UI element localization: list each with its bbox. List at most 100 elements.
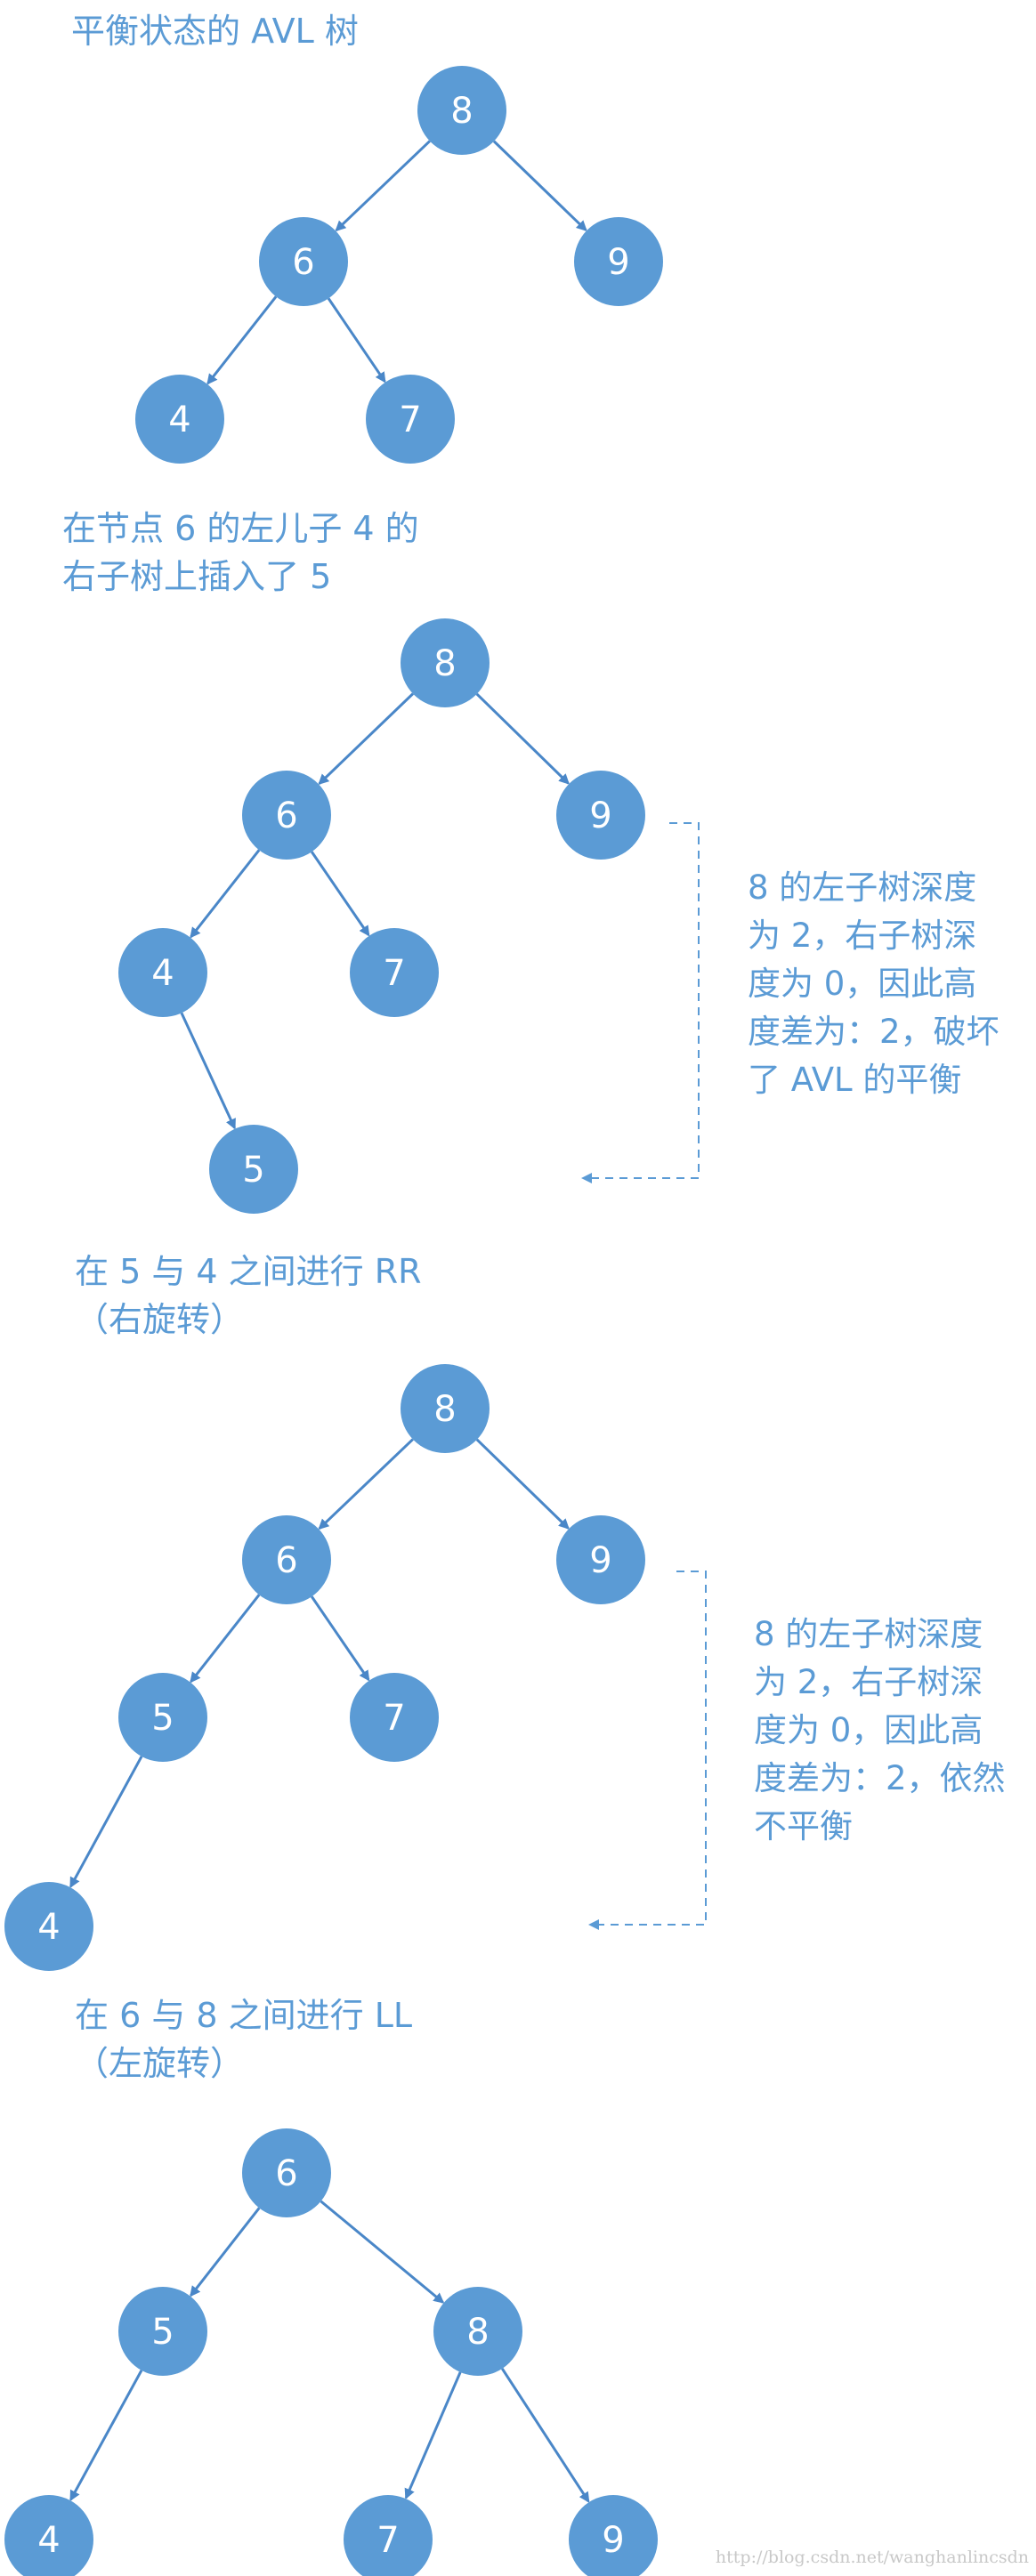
tree-after-insert-node-9: 9 [556, 771, 645, 860]
node-label: 8 [433, 643, 456, 684]
caption-step3-line1: 在 5 与 4 之间进行 RR [75, 1252, 422, 1291]
node-label: 6 [275, 795, 297, 836]
tree-after-insert-edge-8-6 [318, 692, 414, 786]
node-label: 8 [433, 1389, 456, 1430]
node-circle [433, 2287, 522, 2376]
note1-line: 度为 0，因此高 [748, 965, 977, 1003]
tree-after-insert-edge-4-5 [180, 1012, 236, 1130]
node-circle [242, 771, 331, 860]
node-label: 4 [37, 1907, 60, 1948]
tree-after-ll-node-5: 5 [118, 2287, 207, 2376]
dashed-arrow-1 [581, 822, 700, 1183]
tree-balanced-node-9: 9 [574, 217, 663, 306]
caption-step2-line1: 在节点 6 的左儿子 4 的 [62, 509, 419, 548]
node-label: 7 [399, 400, 421, 440]
tree-after-rr-node-8: 8 [401, 1364, 490, 1453]
node-label: 5 [242, 1150, 264, 1191]
tree-after-ll-node-6: 6 [242, 2128, 331, 2217]
node-circle [242, 1515, 331, 1604]
tree-balanced-edge-6-7 [327, 297, 386, 384]
node-circle [4, 1882, 93, 1971]
tree-after-insert-node-6: 6 [242, 771, 331, 860]
tree-after-ll-edge-6-8 [320, 2200, 445, 2304]
tree-after-ll-edge-5-4 [69, 2370, 143, 2502]
tree-after-insert-edge-6-4 [190, 849, 261, 939]
edges-layer [69, 140, 590, 2503]
tree-after-ll-edge-6-5 [190, 2207, 261, 2297]
tree-after-rr-edge-6-7 [310, 1595, 370, 1682]
note1-line: 为 2，右子树深 [748, 917, 977, 955]
node-label: 9 [589, 1540, 611, 1581]
tree-after-ll-edge-8-7 [404, 2371, 462, 2500]
node-label: 5 [151, 1698, 174, 1739]
node-label: 6 [275, 2153, 297, 2194]
caption-step2-line2: 右子树上插入了 5 [62, 557, 332, 596]
node-circle [350, 928, 439, 1017]
caption-step3-line2: （右旋转） [75, 1300, 245, 1339]
node-label: 5 [151, 2312, 174, 2353]
node-label: 4 [168, 400, 190, 440]
tree-after-rr-edge-8-6 [318, 1438, 414, 1530]
node-circle [569, 2495, 658, 2576]
tree-after-insert-node-5: 5 [209, 1125, 298, 1214]
node-circle [556, 1515, 645, 1604]
node-label: 6 [292, 242, 314, 283]
node-circle [259, 217, 348, 306]
tree-balanced-node-6: 6 [259, 217, 348, 306]
tree-balanced-edge-8-6 [335, 140, 431, 232]
node-circle [135, 375, 224, 464]
tree-after-rr-node-9: 9 [556, 1515, 645, 1604]
note1-line: 8 的左子树深度 [748, 868, 977, 907]
node-label: 9 [602, 2520, 624, 2561]
node-circle [118, 2287, 207, 2376]
node-label: 8 [450, 91, 473, 132]
node-label: 7 [383, 1698, 405, 1739]
node-circle [118, 1673, 207, 1762]
node-label: 4 [37, 2520, 60, 2561]
node-label: 8 [466, 2312, 489, 2353]
tree-after-rr-node-4: 4 [4, 1882, 93, 1971]
node-circle [344, 2495, 433, 2576]
tree-after-rr-edge-8-9 [475, 1438, 570, 1530]
node-label: 7 [383, 953, 405, 994]
tree-balanced-edge-6-4 [206, 295, 278, 385]
tree-after-insert-node-8: 8 [401, 618, 490, 707]
node-circle [350, 1673, 439, 1762]
node-label: 4 [151, 953, 174, 994]
tree-after-ll-node-8: 8 [433, 2287, 522, 2376]
node-label: 7 [376, 2520, 399, 2561]
node-circle [4, 2495, 93, 2576]
tree-after-insert-edge-8-9 [475, 692, 570, 785]
note2-line: 为 2，右子树深 [754, 1663, 983, 1701]
watermark: http://blog.csdn.net/wanghanlincsdn [715, 2548, 1029, 2567]
node-circle [366, 375, 455, 464]
tree-after-insert-node-7: 7 [350, 928, 439, 1017]
tree-after-rr-node-7: 7 [350, 1673, 439, 1762]
tree-after-insert-node-4: 4 [118, 928, 207, 1017]
node-circle [417, 66, 506, 155]
tree-after-rr-node-6: 6 [242, 1515, 331, 1604]
node-label: 9 [589, 795, 611, 836]
tree-balanced-node-7: 7 [366, 375, 455, 464]
node-circle [118, 928, 207, 1017]
note2-line: 度为 0，因此高 [754, 1711, 983, 1749]
nodes-layer: 8 6 9 4 7 8 6 9 4 7 5 8 6 9 5 7 4 6 5 8 4 7 9 [4, 66, 663, 2576]
dashed-arrow-2 [588, 1571, 707, 1930]
note1-line: 了 AVL 的平衡 [748, 1061, 962, 1099]
node-circle [401, 1364, 490, 1453]
caption-step4-line1: 在 6 与 8 之间进行 LL [75, 1996, 413, 2035]
tree-balanced-edge-8-9 [492, 140, 587, 231]
note1-line: 度差为：2，破坏 [748, 1013, 1000, 1051]
tree-after-rr-edge-6-5 [190, 1594, 261, 1684]
caption-step4-line2: （左旋转） [75, 2044, 245, 2083]
caption-step1: 平衡状态的 AVL 树 [71, 12, 359, 51]
node-circle [574, 217, 663, 306]
tree-after-rr-node-5: 5 [118, 1673, 207, 1762]
node-circle [209, 1125, 298, 1214]
node-label: 6 [275, 1540, 297, 1581]
tree-after-ll-node-4: 4 [4, 2495, 93, 2576]
tree-after-ll-edge-8-9 [500, 2368, 590, 2503]
note2-line: 不平衡 [754, 1807, 853, 1845]
